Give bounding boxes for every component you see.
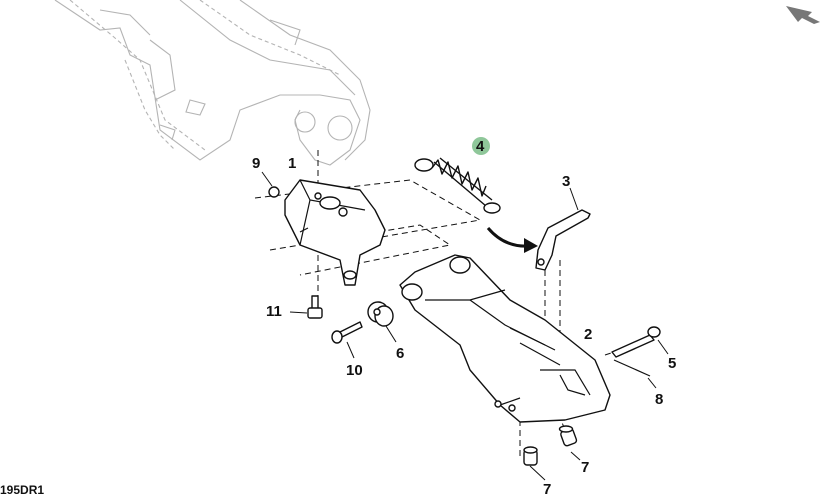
callout-7-left: 7 (543, 481, 551, 498)
direction-arrow (486, 227, 538, 253)
part-6-spacer (367, 301, 397, 343)
callout-10: 10 (346, 362, 363, 379)
callout-9: 9 (252, 155, 260, 172)
background-frame (54, 0, 371, 166)
callout-4: 4 (476, 138, 485, 155)
part-3-pawl (535, 187, 591, 271)
callout-8: 8 (655, 391, 663, 408)
part-9-nut (261, 171, 280, 198)
callout-11: 11 (266, 303, 282, 320)
callout-2: 2 (584, 326, 592, 343)
callout-labels: 4 1 9 3 2 5 8 6 10 11 7 7 (252, 137, 676, 498)
callout-7-right: 7 (581, 459, 589, 476)
callout-1: 1 (288, 155, 296, 172)
part-8-cotter (613, 359, 657, 389)
callout-3: 3 (562, 173, 570, 190)
part-2-lever (399, 254, 611, 423)
part-7-bushing-right (558, 425, 578, 447)
callout-5: 5 (668, 355, 676, 372)
reference-code: 195DR1 (0, 483, 44, 497)
part-1-bracket (284, 179, 386, 286)
highlight-marker (472, 137, 490, 155)
back-arrow-icon[interactable] (786, 6, 820, 24)
part-11-bolt (289, 295, 323, 319)
callout-6: 6 (396, 345, 404, 362)
part-10-bolt (331, 321, 363, 359)
part-4-spring (414, 157, 501, 214)
part-5-pin (611, 326, 669, 358)
part-7-bushing-left (523, 446, 538, 466)
